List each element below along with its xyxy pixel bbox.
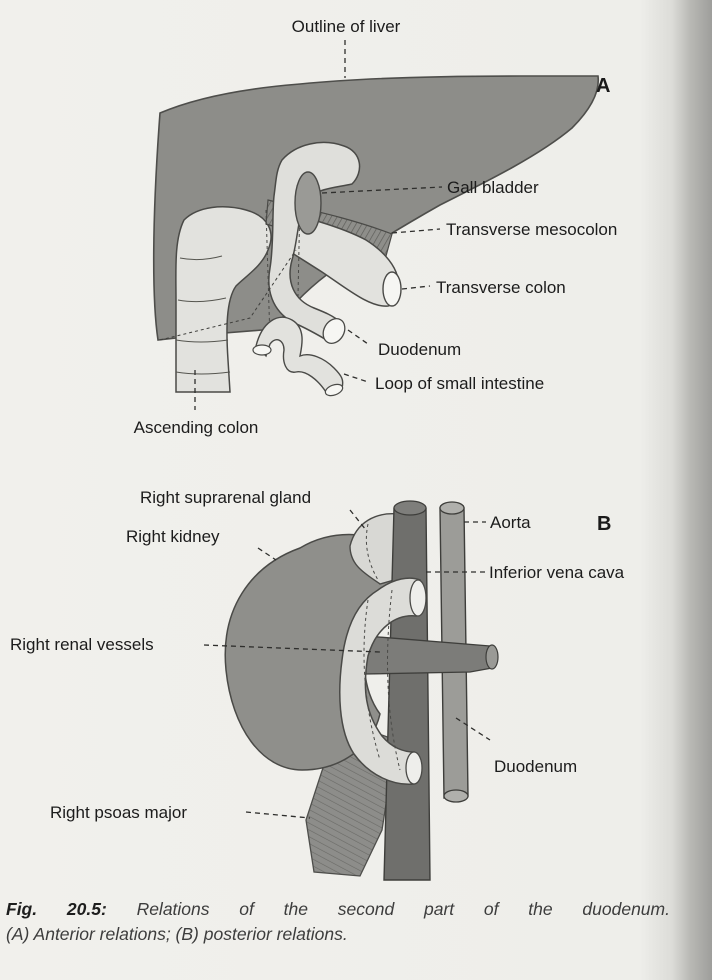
panel-b-letter: B — [597, 513, 611, 535]
label-inferior-vena-cava: Inferior vena cava — [489, 563, 625, 582]
renal-vessels-shape — [366, 636, 497, 674]
panel-b: Right suprarenal gland Right kidney Aort… — [10, 488, 625, 880]
renal-vessel-end — [486, 645, 498, 669]
label-right-suprarenal-gland: Right suprarenal gland — [140, 488, 311, 507]
panel-a-letter: A — [596, 75, 610, 97]
label-ascending-colon: Ascending colon — [134, 418, 259, 437]
ivc-top — [394, 501, 426, 515]
caption-line-2: (A) Anterior relations; (B) posterior re… — [6, 922, 670, 947]
figure-caption: Fig. 20.5: Relations of the second part … — [6, 897, 670, 947]
duodenum-b-top-end — [410, 580, 426, 616]
label-right-psoas-major: Right psoas major — [50, 803, 187, 822]
gall-bladder-shape — [295, 172, 321, 234]
duodenum-b-bottom-end — [406, 752, 422, 784]
label-right-renal-vessels: Right renal vessels — [10, 635, 154, 654]
panel-a: Outline of liver A Gall bladder Transver… — [134, 17, 618, 437]
label-duodenum-a: Duodenum — [378, 340, 461, 359]
label-outline-of-liver: Outline of liver — [292, 17, 401, 36]
label-gall-bladder: Gall bladder — [447, 178, 539, 197]
intestine-end-left — [253, 345, 271, 355]
label-transverse-mesocolon: Transverse mesocolon — [446, 220, 617, 239]
label-aorta: Aorta — [490, 513, 531, 532]
caption-line-1: Relations of the second part of the duod… — [137, 899, 670, 919]
aorta-top — [440, 502, 464, 514]
label-loop-small-intestine: Loop of small intestine — [375, 374, 544, 393]
aorta-bottom — [444, 790, 468, 802]
figure-number: Fig. 20.5: — [6, 899, 107, 919]
label-right-kidney: Right kidney — [126, 527, 220, 546]
label-transverse-colon: Transverse colon — [436, 278, 566, 297]
label-duodenum-b: Duodenum — [494, 757, 577, 776]
transverse-colon-end — [383, 272, 401, 306]
